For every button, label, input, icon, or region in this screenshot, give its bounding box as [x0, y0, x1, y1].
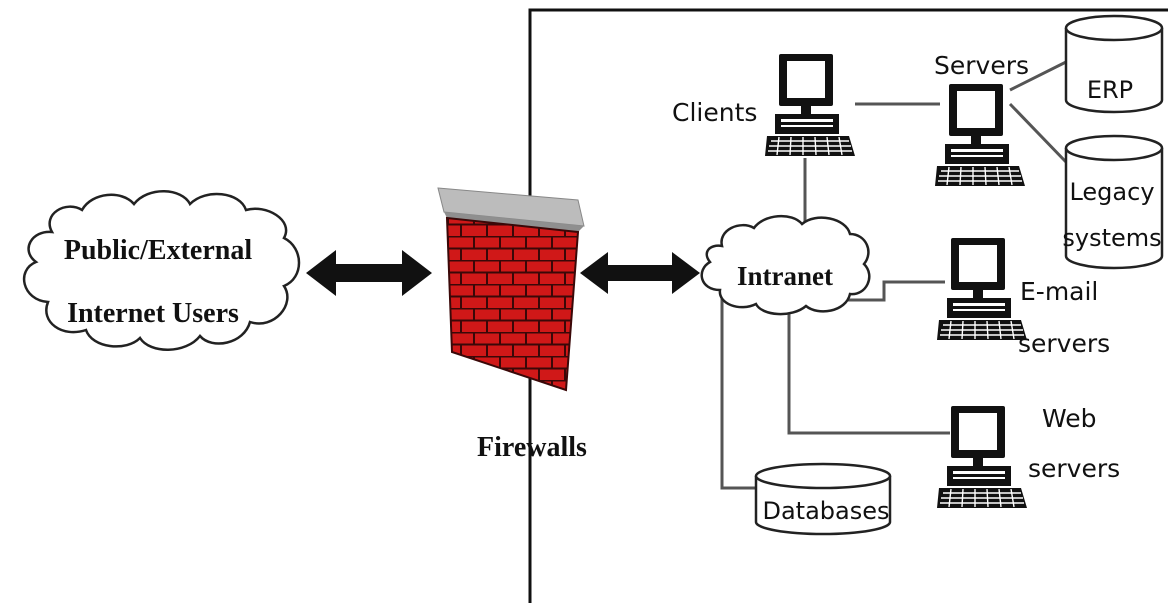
- email-servers-line2: servers: [1018, 329, 1110, 358]
- legacy-systems-line1: Legacy: [1069, 178, 1154, 206]
- connection-lines: [720, 60, 1068, 490]
- web-servers-line1: Web: [1042, 404, 1097, 433]
- intranet-db-link: [720, 296, 758, 490]
- server-legacy-link: [1008, 102, 1068, 164]
- server-computer-icon: [935, 83, 1025, 187]
- erp-label: ERP: [1087, 76, 1133, 104]
- intranet-email-link: [842, 280, 945, 302]
- servers-label: Servers: [934, 51, 1029, 80]
- intranet-boundary: [528, 8, 1168, 603]
- databases-label: Databases: [762, 497, 889, 525]
- firewall-label: Firewalls: [477, 432, 587, 463]
- clients-label: Clients: [672, 98, 757, 127]
- external-users-cloud: Public/External Internet Users: [22, 190, 301, 351]
- legacy-systems-line2: systems: [1062, 224, 1161, 252]
- double-arrow-external-firewall: [306, 250, 432, 296]
- double-arrow-firewall-intranet: [580, 252, 700, 294]
- external-users-line2: Internet Users: [67, 298, 239, 329]
- intranet-web-link: [787, 310, 950, 435]
- external-users-line1: Public/External: [64, 235, 252, 266]
- cloud-shape: [22, 190, 301, 351]
- legacy-systems-database-icon: [1064, 134, 1164, 270]
- firewall-cap-front: [444, 212, 584, 232]
- intranet-cloud: Intranet: [700, 215, 871, 316]
- server-erp-link: [1009, 60, 1067, 92]
- intranet-label: Intranet: [737, 261, 833, 291]
- email-server-computer-icon: [937, 237, 1027, 341]
- firewall-wall: [437, 187, 585, 392]
- databases-icon: [754, 462, 892, 536]
- intranet-cloud-shape: [700, 215, 871, 316]
- email-servers-line1: E-mail: [1020, 277, 1098, 306]
- web-servers-line2: servers: [1028, 454, 1120, 483]
- erp-database-icon: [1064, 14, 1164, 114]
- client-computer-icon: [765, 53, 855, 157]
- web-server-computer-icon: [937, 405, 1027, 509]
- firewall-bricks: [445, 216, 580, 392]
